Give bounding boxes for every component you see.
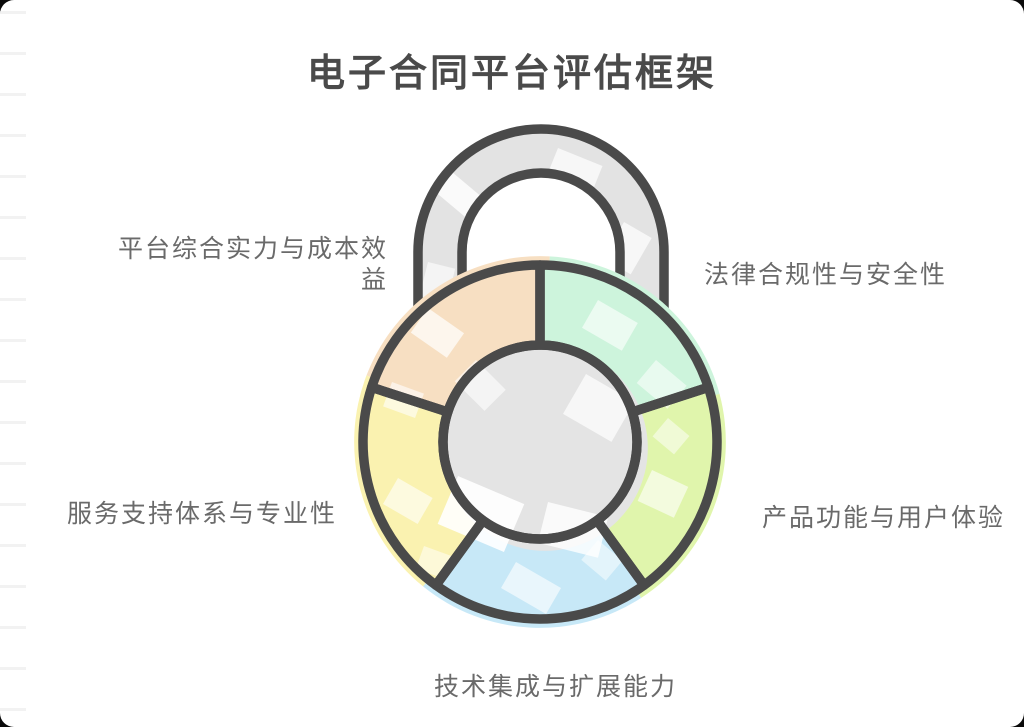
center-disc-outline — [438, 340, 642, 544]
segment-label-tech: 技术集成与扩展能力 — [434, 672, 678, 701]
page-title: 电子合同平台评估框架 — [306, 50, 717, 95]
segment-label-product: 产品功能与用户体验 — [762, 503, 1006, 532]
lock-root — [354, 124, 726, 628]
segment-label-legal: 法律合规性与安全性 — [704, 260, 948, 289]
segment-label-platform: 平台综合实力与成本效益 — [117, 234, 388, 294]
lock-shackle — [413, 124, 669, 353]
segment-label-service: 服务支持体系与专业性 — [67, 499, 338, 528]
